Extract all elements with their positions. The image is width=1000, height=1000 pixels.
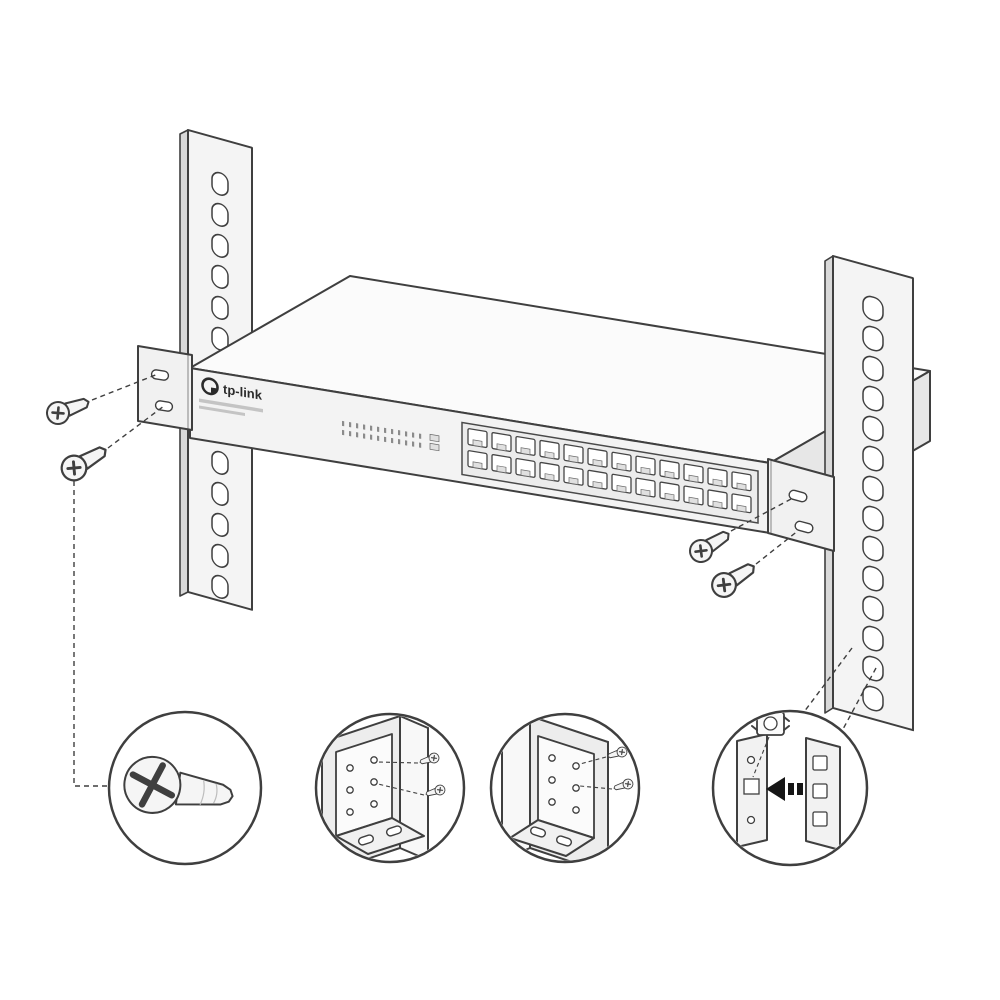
guide-line-to-screw-detail xyxy=(73,481,107,787)
philips-cross-icon xyxy=(129,762,176,808)
pan-head-screw-closeup xyxy=(123,755,234,814)
brand-logo-mark-icon xyxy=(201,377,219,396)
brand-logo-text: tp-link xyxy=(223,381,263,402)
rj45-port xyxy=(491,432,512,452)
rail-slot xyxy=(211,202,229,227)
rj45-port xyxy=(731,471,752,492)
rj45-port xyxy=(731,493,752,514)
rail-slot xyxy=(862,415,884,442)
rj45-port xyxy=(707,467,728,488)
rj45-port xyxy=(563,465,584,486)
rail-slot xyxy=(862,475,884,502)
rj45-port xyxy=(587,469,608,490)
insert-arrow-icon xyxy=(766,777,803,801)
rail-slot xyxy=(211,512,229,537)
cage-nut xyxy=(751,712,790,736)
rj45-port xyxy=(563,443,584,464)
detail-circle-bracket-inside xyxy=(489,712,641,864)
rj45-port xyxy=(611,451,632,472)
brand-logo: tp-link xyxy=(201,377,263,403)
bracket-flange xyxy=(335,817,425,855)
rj45-port-block xyxy=(467,428,752,514)
switch-front-panel: tp-link xyxy=(199,377,759,524)
rail-slot xyxy=(211,574,229,599)
detail-circle-cage-nut xyxy=(711,709,869,867)
rail-slot xyxy=(211,481,229,506)
left-rack-rail xyxy=(179,128,253,611)
rj45-port xyxy=(491,454,512,474)
guide-line-screw4 xyxy=(755,529,800,565)
rj45-port xyxy=(659,481,680,502)
detail-circle-bracket-outside xyxy=(314,712,466,864)
screw-top-left-2 xyxy=(55,437,114,487)
rail-slot xyxy=(211,543,229,568)
flange-slot xyxy=(555,835,573,847)
guide-lines xyxy=(73,373,877,787)
flange-slot xyxy=(357,834,375,846)
rail-slot xyxy=(862,505,884,532)
rail-slot xyxy=(862,385,884,412)
guide-line-to-cagenut-detail-2 xyxy=(841,667,877,732)
rj45-port xyxy=(515,435,536,456)
guide-line-screw1 xyxy=(91,373,159,401)
guide-line xyxy=(579,756,607,765)
guide-line-screw2 xyxy=(107,405,165,449)
rail-slot xyxy=(862,685,884,712)
right-rail-slots xyxy=(862,295,884,712)
rj45-port xyxy=(467,428,488,449)
square-cage-nut-hole xyxy=(743,778,760,795)
rj45-port xyxy=(515,457,536,478)
rail-slot xyxy=(862,535,884,562)
rj45-port xyxy=(635,477,656,498)
rj45-port xyxy=(587,447,608,468)
guide-line-to-cagenut-detail-1 xyxy=(803,647,853,713)
rj45-port xyxy=(659,459,680,480)
detail-circle-screw xyxy=(107,710,263,866)
rail-slot xyxy=(211,171,229,196)
rj45-port xyxy=(467,450,488,471)
rj45-port xyxy=(683,485,704,506)
rail-slot xyxy=(862,325,884,352)
rail-slot xyxy=(862,655,884,682)
screw-bottom-right-2 xyxy=(706,554,762,603)
right-mounting-bracket xyxy=(767,458,835,552)
guide-line xyxy=(752,736,770,778)
guide-line-screw3 xyxy=(730,497,794,532)
rail-slot xyxy=(862,565,884,592)
brand-logo-mark-square xyxy=(211,387,216,394)
rail-slot xyxy=(211,264,229,289)
flange-slot xyxy=(385,825,403,837)
rail-slot xyxy=(211,295,229,320)
bracket-slot xyxy=(794,520,814,534)
screw-top-left-1 xyxy=(42,390,94,429)
rj45-port xyxy=(683,463,704,484)
bracket-slot xyxy=(150,369,170,381)
right-rack-rail xyxy=(824,254,914,732)
rj45-port xyxy=(539,439,560,460)
screw-bottom-right-1 xyxy=(684,523,736,568)
guide-line xyxy=(377,783,425,796)
rail-slot xyxy=(862,595,884,622)
model-text-bars xyxy=(199,398,263,417)
led-indicators xyxy=(342,420,440,452)
rj45-port xyxy=(707,489,728,510)
rail-slot xyxy=(862,295,884,322)
rail-slot xyxy=(862,445,884,472)
rail-slot xyxy=(862,625,884,652)
rail-slot xyxy=(211,450,229,475)
rj45-port xyxy=(611,473,632,494)
rail-slot xyxy=(862,355,884,382)
flange-slot xyxy=(529,826,547,838)
rj45-port xyxy=(635,455,656,476)
bracket-slot xyxy=(788,489,808,503)
left-mounting-bracket xyxy=(137,345,193,431)
rail-slot xyxy=(211,233,229,258)
guide-line xyxy=(579,785,613,790)
rj45-port xyxy=(539,461,560,482)
